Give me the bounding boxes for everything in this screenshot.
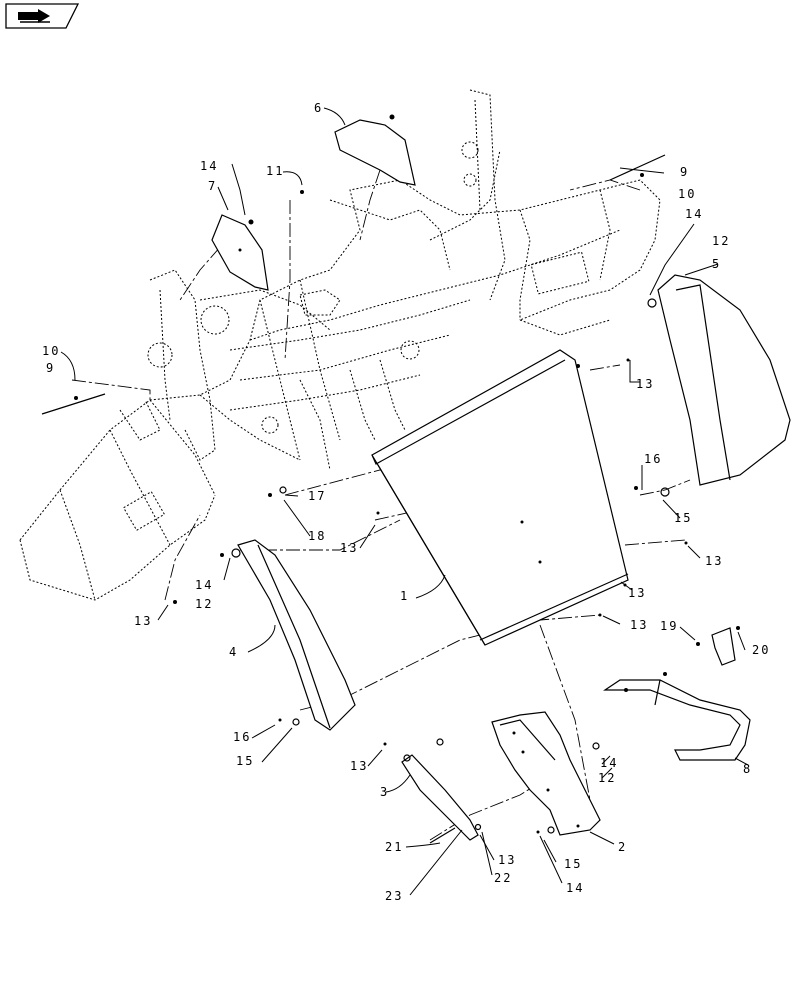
callout-10b: 10 — [42, 344, 60, 358]
callout-13h: 13 — [498, 853, 516, 867]
callout-leaders — [60, 107, 749, 896]
callout-11: 11 — [266, 164, 284, 178]
callout-13a: 13 — [636, 377, 654, 391]
callout-21: 21 — [385, 840, 403, 854]
callout-16a: 16 — [644, 452, 662, 466]
callout-20: 20 — [752, 643, 770, 657]
callout-3: 3 — [380, 785, 389, 799]
callout-2: 2 — [618, 840, 627, 854]
callout-13f: 13 — [134, 614, 152, 628]
callout-15a: 15 — [674, 511, 692, 525]
callout-22: 22 — [494, 871, 512, 885]
callout-13d: 13 — [628, 586, 646, 600]
callout-9a: 9 — [680, 165, 689, 179]
callout-12b: 12 — [195, 597, 213, 611]
callout-14c: 14 — [195, 578, 213, 592]
callout-16b: 16 — [233, 730, 251, 744]
part-3-bar — [401, 754, 479, 841]
callout-19: 19 — [660, 619, 678, 633]
part-5-side-shield — [647, 274, 791, 497]
part-2-bracket — [491, 711, 601, 836]
book-arrow-icon — [18, 9, 50, 23]
callout-17: 17 — [308, 489, 326, 503]
callout-8: 8 — [743, 762, 752, 776]
callout-14d: 14 — [600, 756, 618, 770]
callout-15b: 15 — [236, 754, 254, 768]
part-4-side-shield — [231, 539, 356, 731]
callout-13g: 13 — [350, 759, 368, 773]
callout-14b: 14 — [685, 207, 703, 221]
callout-18: 18 — [308, 529, 326, 543]
callout-10a: 10 — [678, 187, 696, 201]
callout-13c: 13 — [705, 554, 723, 568]
callout-1: 1 — [400, 589, 409, 603]
callout-9b: 9 — [46, 361, 55, 375]
callout-4: 4 — [229, 645, 238, 659]
nav-book-button[interactable] — [5, 3, 80, 29]
hardware-dots — [173, 190, 740, 844]
part-6-top-shield — [334, 114, 416, 186]
part-7-shield — [211, 214, 269, 291]
callout-labels: 1 2 3 4 5 6 7 8 9 9 10 10 11 12 12 12 13… — [42, 101, 770, 903]
part-1-center-shield — [371, 349, 629, 646]
callout-12a: 12 — [712, 234, 730, 248]
callout-13e: 13 — [630, 618, 648, 632]
pin-hardware — [41, 154, 666, 415]
callout-23: 23 — [385, 889, 403, 903]
callout-5: 5 — [712, 257, 721, 271]
callout-14e: 14 — [566, 881, 584, 895]
callout-14a: 14 — [200, 159, 218, 173]
callout-7: 7 — [208, 179, 217, 193]
drive-assembly-phantom — [147, 89, 506, 471]
part-8-handle — [603, 627, 751, 761]
callout-6: 6 — [314, 101, 323, 115]
callout-15c: 15 — [564, 857, 582, 871]
callout-13b: 13 — [340, 541, 358, 555]
callout-12c: 12 — [598, 771, 616, 785]
